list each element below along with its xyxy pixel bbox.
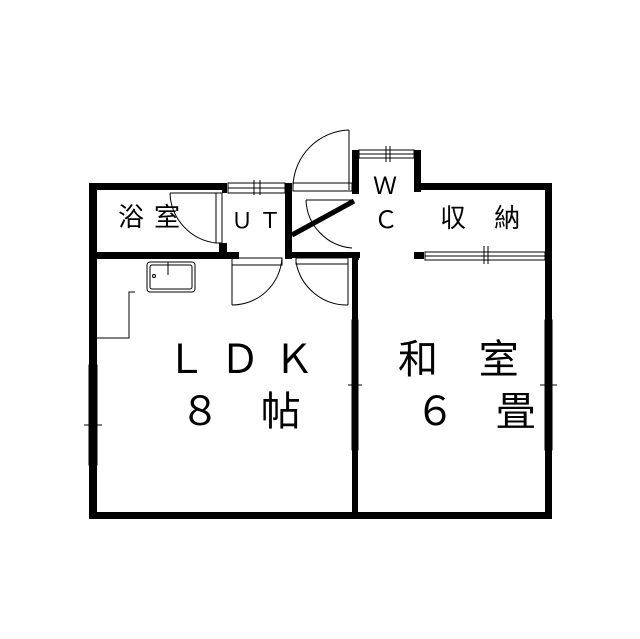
ldk-label: ＬＤＫ [166,337,328,383]
wc-label-top: Ｗ [373,172,397,200]
bath-label: 浴室 [118,203,191,233]
ldk-size: ８ 帖 [180,389,315,435]
storage-label: 収 納 [440,204,531,234]
wc-partition [290,198,356,238]
wc-label-bottom: Ｃ [374,206,398,234]
fixtures [84,129,557,466]
washitsu-label: 和 室 [398,337,533,383]
utility-label: ＵＴ [231,209,288,234]
washitsu-size: ６ 畳 [415,389,550,435]
